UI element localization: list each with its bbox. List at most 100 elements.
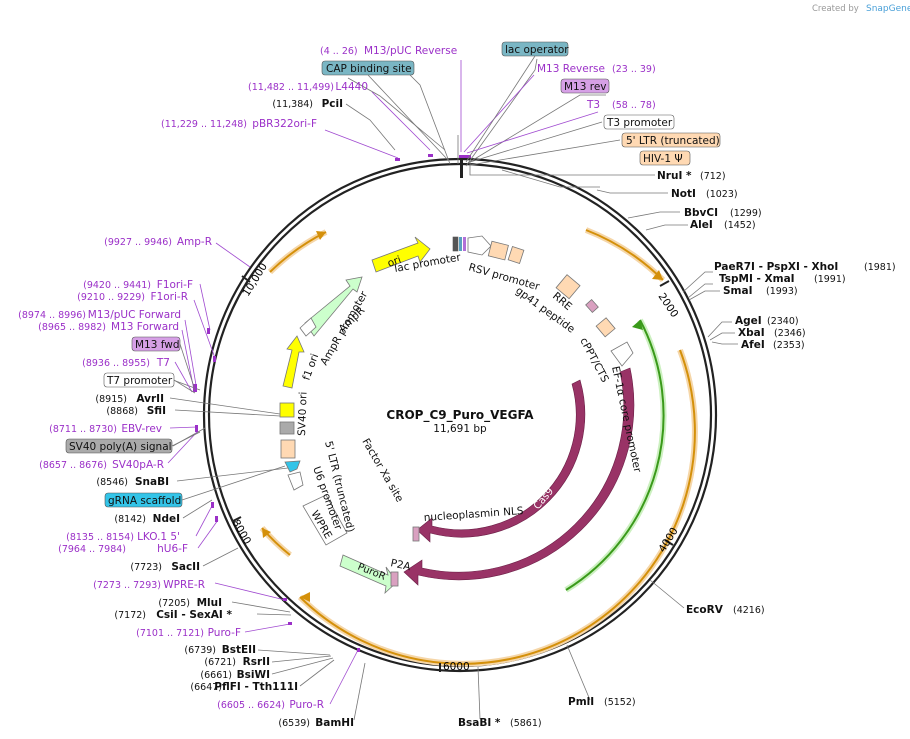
plasmid-size: 11,691 bp	[433, 423, 487, 435]
site-sacii-pos: (7723)	[130, 562, 162, 573]
ori-label: ori	[386, 254, 403, 270]
primer-t7-range: (8936 .. 8955)	[82, 358, 150, 369]
site-pcii-pos: (11,384)	[272, 99, 313, 110]
site-pmli-pos: (5152)	[604, 697, 636, 708]
box-t3-promoter: T3 promoter	[606, 117, 673, 129]
primer-wpre-range: (7273 .. 7293)	[93, 580, 161, 591]
tick-2000: 2000	[656, 291, 681, 320]
box-hiv-psi: HIV-1 Ψ	[643, 153, 683, 165]
site-xhoi-pos: (1981)	[864, 262, 896, 273]
primer-l4440-range: (11,482 .. 11,499)	[248, 82, 334, 93]
primer-puror-range: (6605 .. 6624)	[217, 700, 285, 711]
site-mlui: MluI	[197, 597, 222, 609]
site-snabi-pos: (8546)	[96, 477, 128, 488]
site-ndei: NdeI	[153, 513, 180, 525]
site-smai-pos: (1993)	[766, 286, 798, 297]
primer-ampr: Amp-R	[177, 236, 212, 248]
site-bsteii: BstEII	[222, 644, 256, 656]
box-m13-rev: M13 rev	[564, 81, 607, 93]
primer-t3-range: (58 .. 78)	[612, 100, 656, 111]
credit-brand: SnapGene	[866, 4, 910, 14]
site-smai: SmaI	[723, 285, 753, 297]
site-sexai: CsiI - SexAI *	[156, 609, 232, 621]
site-pmli: PmlI	[568, 696, 594, 708]
orange-arrowheads	[262, 231, 663, 602]
site-xmai: TspMI - XmaI	[719, 273, 795, 285]
primer-f1orir: F1ori-R	[151, 291, 188, 303]
primer-ebv-range: (8711 .. 8730)	[49, 424, 117, 435]
primers-left: (11,482 .. 11,499) L4440 (11,229 .. 11,2…	[18, 81, 368, 711]
primer-m13fwd-range: (8965 .. 8982)	[38, 322, 106, 333]
cas9-arrows	[403, 367, 635, 586]
site-alei: AleI	[690, 219, 713, 231]
site-afei: AfeI	[741, 339, 765, 351]
leaders-right	[469, 162, 738, 720]
primer-m13fwd: M13 Forward	[111, 321, 179, 333]
box-m13-fwd: M13 fwd	[135, 339, 180, 351]
site-xbai: XbaI	[738, 327, 765, 339]
site-avrii: AvrII	[136, 393, 164, 405]
green-arc	[564, 318, 667, 593]
site-xhoi: PaeR7I - PspXI - XhoI	[714, 261, 838, 273]
leaders-left	[169, 58, 621, 721]
site-tth-pos: (6647)	[190, 682, 222, 693]
site-rsrii-pos: (6721)	[204, 657, 236, 668]
site-sfii-pos: (8868)	[106, 406, 138, 417]
inner-features	[279, 235, 634, 595]
primer-t7: T7	[156, 357, 170, 369]
site-bsteii-pos: (6739)	[184, 645, 216, 656]
primer-m13puc-rev: M13/pUC Reverse	[364, 45, 457, 57]
primer-ebv: EBV-rev	[121, 423, 162, 435]
primers-top: (4 .. 26) M13/pUC Reverse M13 Reverse (2…	[320, 45, 656, 111]
site-sacii: SacII	[171, 561, 200, 573]
site-noti-pos: (1023)	[706, 189, 738, 200]
primer-lko: LKO.1 5'	[137, 531, 180, 543]
primer-ampr-range: (9927 .. 9946)	[104, 237, 172, 248]
box-leaders	[171, 55, 536, 501]
cppt-label: cPPT/CTS	[577, 336, 611, 385]
primer-f1orir-range: (9210 .. 9229)	[77, 292, 145, 303]
tick-6000: 6000	[443, 661, 470, 673]
site-ecorv: EcoRV	[686, 604, 724, 616]
site-agei: AgeI	[735, 315, 762, 327]
site-ndei-pos: (8142)	[114, 514, 146, 525]
site-bsiwi-pos: (6661)	[200, 670, 232, 681]
primer-m13puc-rev-range: (4 .. 26)	[320, 46, 358, 57]
box-lac-operator: lac operator	[505, 44, 569, 56]
f1ori-label: f1 ori	[301, 352, 322, 382]
site-rsrii: RsrII	[243, 656, 270, 668]
box-t7-promoter: T7 promoter	[106, 375, 173, 387]
site-sfii: SfiI	[147, 405, 166, 417]
site-sexai-pos: (7172)	[114, 610, 146, 621]
primer-pbr-range: (11,229 .. 11,248)	[161, 119, 247, 130]
tick-10000: 10,000	[240, 261, 270, 299]
box-grna-scaffold: gRNA scaffold	[108, 495, 181, 507]
leaders-primers	[167, 60, 599, 705]
primer-hu6: hU6-F	[157, 543, 188, 555]
site-xmai-pos: (1991)	[814, 274, 846, 285]
site-pcii: PciI	[322, 98, 343, 110]
site-ecorv-pos: (4216)	[733, 605, 765, 616]
primer-l4440: L4440	[335, 81, 368, 93]
primer-f1orif: F1ori-F	[157, 279, 193, 291]
rsv-promoter-label: RSV promoter	[467, 261, 541, 293]
site-bsabi: BsaBI *	[458, 717, 501, 729]
primer-pbr: pBR322ori-F	[252, 118, 317, 130]
sv40ori-label: SV40 ori	[296, 391, 310, 436]
site-tth: PflFI - Tth111I	[214, 681, 298, 693]
p2a-label: P2A	[389, 557, 412, 573]
site-bsabi-pos: (5861)	[510, 718, 542, 729]
site-snabi: SnaBI	[135, 476, 169, 488]
site-avrii-pos: (8915)	[95, 394, 127, 405]
box-5ltr: 5' LTR (truncated)	[626, 135, 720, 147]
primer-purof: Puro-F	[208, 627, 241, 639]
credit-prefix: Created by	[812, 4, 859, 14]
box-sv40-polya: SV40 poly(A) signal	[69, 441, 172, 453]
primer-hu6-range: (7964 .. 7984)	[58, 544, 126, 555]
primer-m13-rev-range: (23 .. 39)	[612, 64, 656, 75]
site-mlui-pos: (7205)	[158, 598, 190, 609]
primer-sv40pa: SV40pA-R	[112, 459, 164, 471]
primer-m13-rev: M13 Reverse	[537, 63, 605, 75]
primer-puror: Puro-R	[289, 699, 324, 711]
